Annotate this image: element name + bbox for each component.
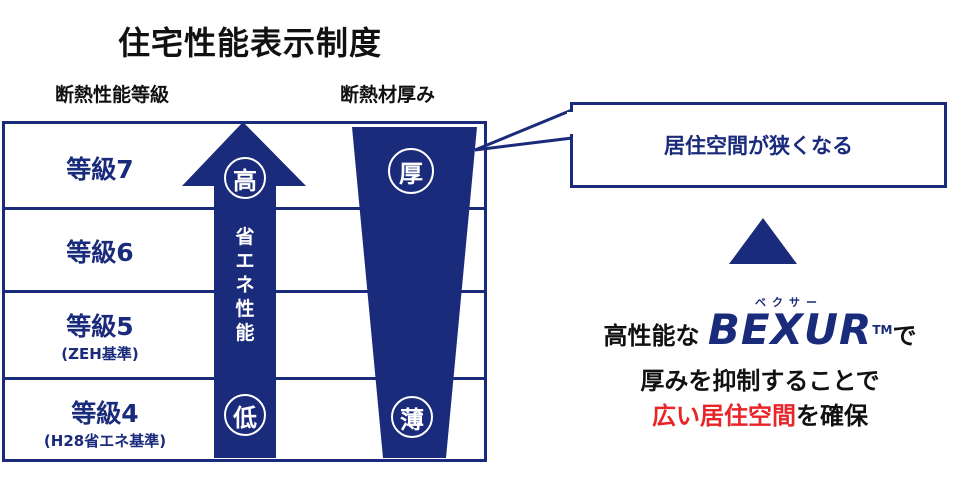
bexur-kana: ベクサー: [755, 296, 823, 309]
insulation-thickness-shape: [352, 127, 477, 458]
grade-sublabel: (ZEH基準): [61, 345, 139, 363]
bexur-logo: BEXUR: [707, 305, 873, 354]
low-circle-label: 低: [224, 394, 266, 436]
message-line-2: 厚みを抑制することで: [640, 367, 880, 395]
trademark-mark: TM: [872, 323, 893, 337]
high-circle-label: 高: [224, 157, 266, 199]
grade-label: 等級4: [71, 399, 139, 428]
energy-performance-arrow: [182, 122, 306, 458]
grade-sublabel: (H28省エネ基準): [43, 432, 167, 450]
message-line-3: 広い居住空間を確保: [560, 396, 960, 431]
message-line-1: 高性能な BEXURTMで: [560, 306, 960, 360]
message-suffix: で: [892, 322, 917, 350]
energy-performance-label: 省 エ ネ 性 能: [235, 226, 255, 344]
grade-label: 等級6: [66, 238, 134, 267]
grade-label: 等級5: [66, 312, 134, 341]
header-insulation-thickness: 断熱材厚み: [340, 84, 436, 106]
message-prefix: 高性能な: [603, 322, 700, 350]
highlight-text: 広い居住空間: [652, 402, 796, 430]
callout-seam: [567, 112, 573, 134]
grade-6: 等級6: [10, 233, 190, 269]
grade-4: 等級4 (H28省エネ基準): [10, 394, 200, 451]
message-tail: を確保: [796, 402, 868, 430]
header-insulation-grade: 断熱性能等級: [55, 84, 170, 106]
callout-box: 居住空間が狭くなる: [570, 102, 947, 188]
grade-7: 等級7: [10, 150, 190, 186]
callout-text: 居住空間が狭くなる: [664, 134, 853, 158]
thin-circle-label: 薄: [391, 396, 433, 438]
up-triangle-icon: [729, 218, 797, 264]
callout-pointer: [474, 107, 574, 152]
grade-5: 等級5 (ZEH基準): [10, 307, 190, 364]
grade-label: 等級7: [66, 155, 134, 184]
page-title: 住宅性能表示制度: [117, 24, 382, 62]
thick-circle-label: 厚: [388, 148, 434, 194]
